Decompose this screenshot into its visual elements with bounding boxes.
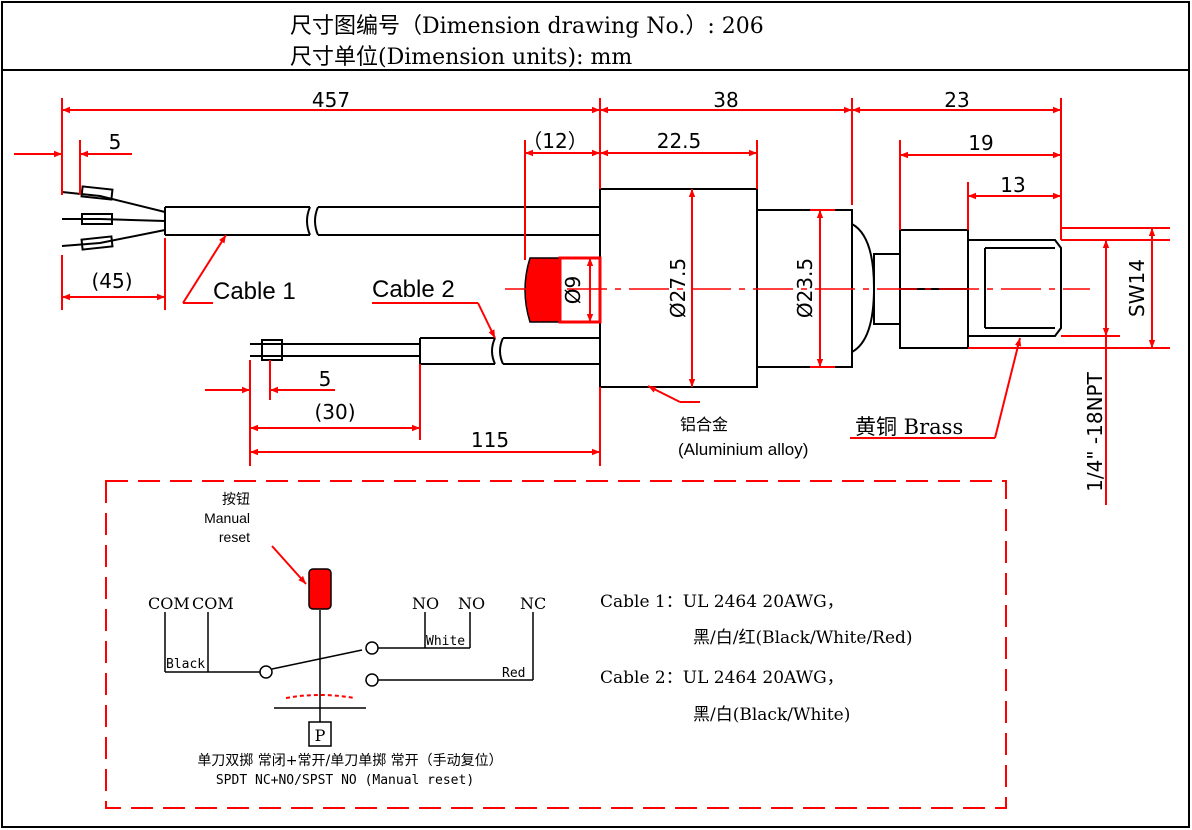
aluminium-label-en: (Aluminium alloy): [678, 440, 808, 459]
cable-1-spec-line-2: 黑/白/红(Black/White/Red): [693, 628, 913, 648]
dim-5-top: 5: [109, 130, 122, 154]
aluminium-label-cn: 铝合金: [680, 415, 728, 434]
dim-38: 38: [713, 88, 738, 112]
nc-label: NC: [520, 594, 546, 613]
dim-457: 457: [312, 88, 350, 112]
black-wire-label: Black: [166, 657, 205, 672]
com-2-label: COM: [192, 594, 234, 613]
drawing-number-text: 尺寸图编号（Dimension drawing No.）: 206: [290, 14, 764, 39]
white-wire-label: White: [426, 634, 465, 649]
cable-1-spec-line-1: Cable 1：UL 2464 20AWG，: [600, 592, 844, 612]
no-1-label: NO: [412, 594, 439, 613]
dimension-lines: [14, 98, 1170, 505]
com-1-label: COM: [148, 594, 190, 613]
dim-22-5: 22.5: [657, 129, 702, 153]
button-label-en-1: Manual: [204, 510, 250, 526]
dim-diameter-23-5: Ø23.5: [793, 258, 817, 318]
schematic-box: COM COM NO NO NC White Black Red P 按钮 Ma…: [105, 480, 1007, 809]
dim-23: 23: [944, 88, 969, 112]
dim-13: 13: [1000, 173, 1025, 197]
dim-12: （12）: [522, 129, 587, 153]
dimension-values: 457 38 23 5 （12） 22.5 19 13 (45) 5 (30) …: [91, 88, 1149, 492]
cable-2-label: Cable 2: [372, 276, 455, 303]
switch-caption-en: SPDT NC+NO/SPST NO (Manual reset): [216, 773, 474, 788]
cable-2-spec-line-1: Cable 2：UL 2464 20AWG，: [600, 668, 844, 688]
dim-115: 115: [471, 428, 509, 452]
switch-caption-cn: 单刀双掷 常闭+常开/单刀单掷 常开（手动复位）: [197, 752, 502, 769]
cable-2-spec-line-2: 黑/白(Black/White): [693, 705, 850, 725]
reset-button-cap: [524, 256, 602, 324]
red-wire-label: Red: [502, 666, 525, 681]
dim-19: 19: [968, 131, 993, 155]
dim-5-bottom: 5: [319, 367, 332, 391]
cable-1-label: Cable 1: [213, 278, 296, 305]
dim-npt-thread: 1/4" -18NPT: [1083, 371, 1107, 491]
dim-diameter-9: Ø9: [561, 276, 585, 304]
dim-30: (30): [314, 400, 355, 424]
dim-diameter-27-5: Ø27.5: [666, 258, 690, 318]
dim-45: (45): [91, 269, 132, 293]
button-label-cn: 按钮: [222, 492, 250, 508]
button-label-en-2: reset: [219, 529, 250, 545]
brass-label: 黄铜 Brass: [855, 415, 963, 439]
dimension-units-text: 尺寸单位(Dimension units): mm: [290, 45, 633, 70]
pressure-p-label: P: [315, 726, 326, 745]
no-2-label: NO: [458, 594, 485, 613]
dim-sw14: SW14: [1125, 259, 1149, 317]
part-labels: Cable 1 Cable 2 铝合金 (Aluminium alloy) 黄铜…: [213, 276, 963, 459]
